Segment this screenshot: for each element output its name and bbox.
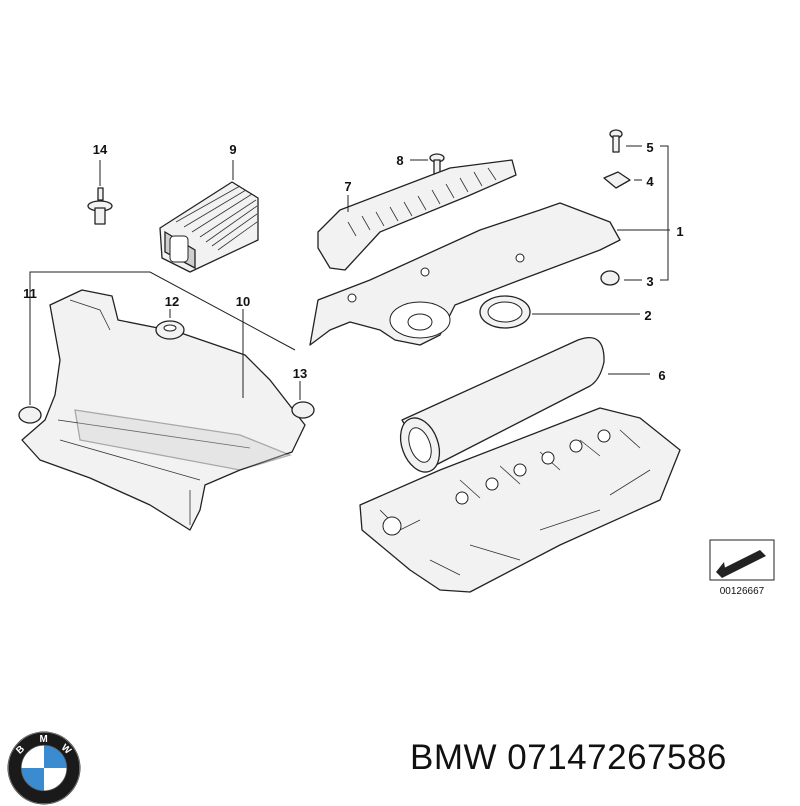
reference-code: 00126667: [720, 586, 765, 597]
callout-13: 13: [293, 366, 307, 381]
callout-14: 14: [93, 142, 108, 157]
part-9-bellows: [159, 181, 259, 273]
callout-8: 8: [396, 153, 403, 168]
part-11-grommet: [18, 406, 42, 424]
svg-text:M: M: [39, 734, 47, 745]
part-8-bolt: [429, 153, 445, 177]
part-6-filter: [399, 336, 605, 473]
part-7-strap: [317, 159, 517, 271]
footer-part-label: BMW 07147267586: [410, 738, 727, 778]
callout-4: 4: [646, 174, 654, 189]
callout-3: 3: [646, 274, 653, 289]
callout-10: 10: [236, 294, 250, 309]
part-14-clip: [87, 187, 113, 225]
part-5-screw: [609, 129, 623, 153]
bmw-logo: B M W: [7, 731, 81, 805]
part-1-cover: [309, 202, 621, 346]
part-3-grommet: [600, 270, 620, 286]
callout-5: 5: [646, 140, 653, 155]
part-2-ring: [479, 295, 531, 329]
reference-box: [709, 539, 775, 581]
brand-name: BMW: [410, 738, 498, 777]
part-number: 07147267586: [507, 738, 727, 777]
part-12-grommet: [155, 320, 185, 340]
callout-9: 9: [229, 142, 236, 157]
engine-valve-cover: [359, 407, 681, 593]
part-10-duct: [21, 289, 306, 531]
part-13-grommet: [291, 401, 315, 419]
callout-12: 12: [165, 294, 179, 309]
callout-11: 11: [23, 286, 37, 301]
part-4-nut: [603, 171, 631, 189]
callout-6: 6: [658, 368, 665, 383]
callout-2: 2: [644, 308, 651, 323]
callout-7: 7: [344, 179, 351, 194]
callout-1: 1: [676, 224, 683, 239]
